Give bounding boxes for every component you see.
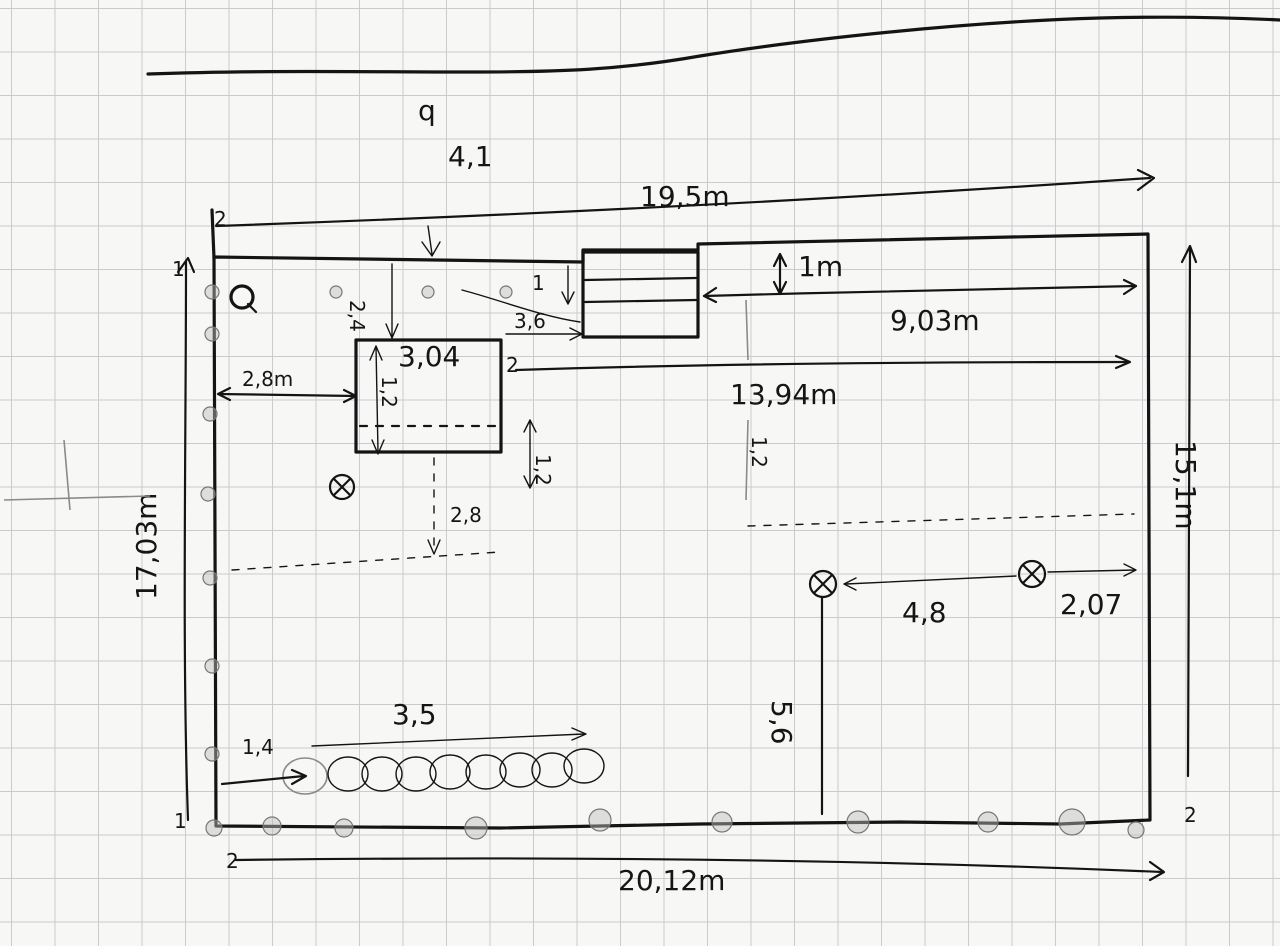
wall-markers-left [200, 284, 223, 837]
label-row-offset: 1,4 [242, 735, 274, 759]
label-strip-small: 1 [532, 271, 545, 295]
label-box-below: 2,8 [450, 503, 482, 527]
dimension-row-length [311, 727, 587, 747]
dimension-strip-small [561, 265, 575, 305]
building-outline [212, 232, 1152, 830]
top-boundary-line [146, 15, 1280, 76]
top-strip-element [581, 250, 700, 339]
dotted-line-left [231, 551, 501, 571]
dimension-row-offset [220, 768, 308, 786]
label-mid-vertical: 1,2 [747, 436, 771, 468]
dimension-box-right-run: 13,94m [514, 354, 1132, 411]
dimension-mid-vertical [745, 299, 749, 501]
label-box-width: 3,04 [398, 340, 460, 373]
label-box-top-gap: 2,4 [345, 300, 369, 332]
label-box-right-tick: 2 [506, 353, 519, 377]
label-gap-3-6: 3,6 [514, 309, 546, 333]
wall-markers-bottom [262, 808, 1145, 840]
dimension-top-width: 19,5m [214, 168, 1156, 228]
dimension-light-right [1047, 563, 1137, 577]
light-fixture-right [1017, 559, 1047, 589]
light-fixture-left [808, 569, 838, 599]
outline-top-left-notch [210, 208, 216, 260]
label-corner-b: 1 [172, 257, 185, 281]
label-corner-e: 2 [1184, 803, 1197, 827]
dimension-right-height: 15,1m [1169, 244, 1202, 778]
light-fixture-corner [229, 284, 258, 314]
label-strip-height: 1m [798, 250, 843, 283]
leader-to-strip [461, 289, 581, 323]
arrow-top-offset [421, 225, 441, 257]
label-bottom-width: 20,12m [618, 864, 725, 897]
label-corner-c: 2 [226, 849, 239, 873]
dimension-box-top-gap [385, 263, 399, 339]
margin-scribble [3, 439, 151, 511]
label-top-offset: 4,1 [448, 140, 493, 173]
circle-row [282, 748, 605, 795]
label-light-right: 2,07 [1060, 588, 1122, 621]
label-row-length: 3,5 [392, 698, 437, 731]
label-corner-a: 2 [214, 207, 227, 231]
label-box-right-small: 1,2 [531, 454, 555, 486]
dimension-box-right-small [523, 419, 537, 489]
label-lights-gap: 4,8 [902, 596, 947, 629]
label-north-mark: q [418, 94, 436, 127]
dimension-box-height [369, 345, 385, 455]
dotted-line-right [747, 513, 1135, 527]
label-left-height: 17,03m [130, 493, 163, 600]
dimension-gap-3-6 [505, 327, 583, 341]
dimension-bottom-width: 20,12m [234, 857, 1166, 897]
dimension-left-height: 17,03m [130, 256, 196, 822]
label-light-down: 5,6 [765, 700, 798, 745]
label-box-left: 2,8m [242, 367, 293, 391]
dimension-box-left: 2,8m [216, 367, 358, 404]
label-box-right-run: 13,94m [730, 378, 837, 411]
label-right-height: 15,1m [1169, 440, 1202, 530]
label-strip-run: 9,03m [890, 304, 980, 337]
label-top-width: 19,5m [640, 180, 730, 213]
label-corner-d: 1 [174, 809, 187, 833]
dimension-lights-gap [843, 575, 1017, 591]
label-box-height: 1,2 [377, 376, 401, 408]
dimension-strip-height: 1m [772, 250, 843, 296]
light-fixture-box [328, 473, 356, 501]
wall-markers-top [329, 285, 513, 299]
dimension-strip-run: 9,03m [702, 278, 1138, 337]
